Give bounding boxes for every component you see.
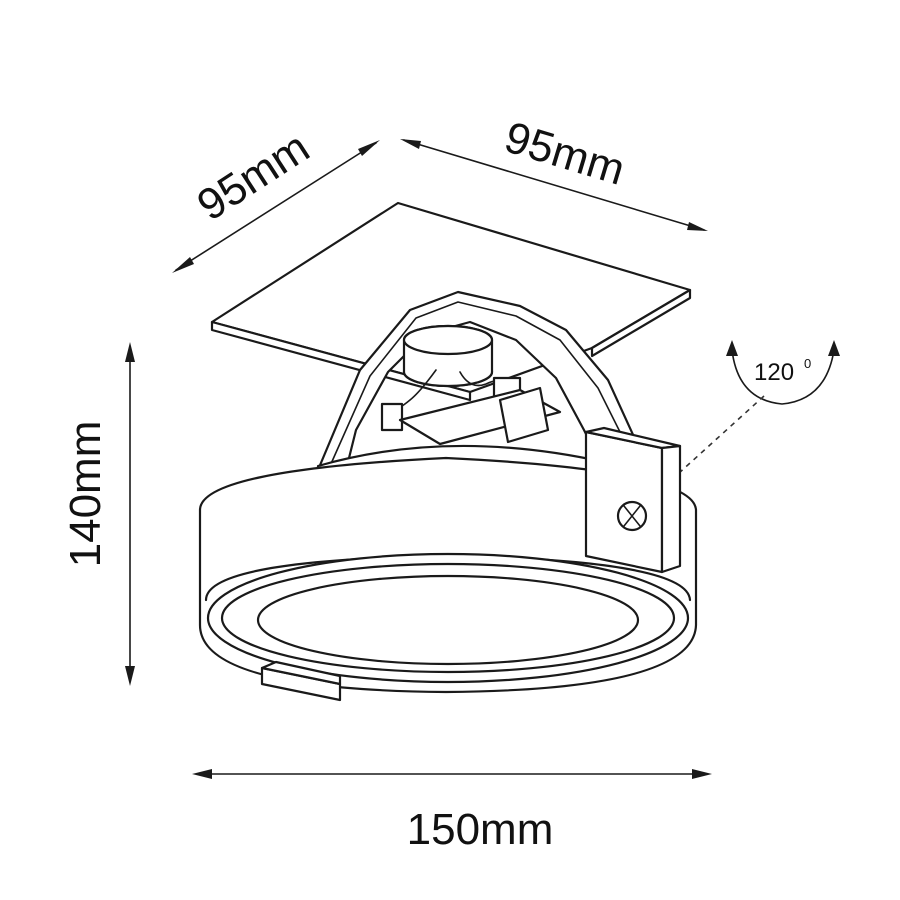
pivot-plate xyxy=(584,430,664,574)
connector-block xyxy=(380,402,404,432)
arrowhead-icon xyxy=(726,340,738,356)
arrowhead-icon xyxy=(192,769,212,779)
dimension-line-width xyxy=(403,139,705,231)
lamp-socket xyxy=(380,324,562,446)
clip-top xyxy=(260,660,342,686)
dimension-line-depth xyxy=(175,142,377,271)
tilt-arc xyxy=(731,349,835,405)
tilt-angle-degree: 0 xyxy=(804,356,811,371)
arrowhead-icon xyxy=(358,140,380,156)
pivot-bracket xyxy=(584,426,682,574)
lens xyxy=(256,574,640,666)
dimension-diameter: 150mm xyxy=(192,769,712,854)
spring-clip xyxy=(260,660,342,702)
dimension-label-height: 140mm xyxy=(61,421,110,568)
tilt-angle-label: 120 xyxy=(754,359,794,386)
bracket-inner-edge xyxy=(329,301,631,467)
arrowhead-icon xyxy=(828,340,840,356)
dimension-label-width: 95mm xyxy=(499,113,630,195)
arrowhead-icon xyxy=(687,222,708,231)
arrowhead-icon xyxy=(125,666,135,686)
lamp-holder-block xyxy=(498,386,550,444)
dimension-label-depth: 95mm xyxy=(189,123,318,231)
arrowhead-icon xyxy=(692,769,712,779)
dimension-width: 95mm xyxy=(400,113,708,231)
dimension-height: 140mm xyxy=(61,342,135,686)
arrowhead-icon xyxy=(172,257,194,273)
luminaire-body xyxy=(198,201,698,702)
mounting-plate-edge-right xyxy=(590,288,692,358)
light-ring xyxy=(198,456,698,694)
screw-slot xyxy=(623,505,641,527)
arrowhead-icon xyxy=(125,342,135,362)
pivot-plate-side xyxy=(660,444,682,574)
socket-top xyxy=(402,324,494,356)
dimension-label-diameter: 150mm xyxy=(407,805,554,854)
arrowhead-icon xyxy=(400,139,421,149)
